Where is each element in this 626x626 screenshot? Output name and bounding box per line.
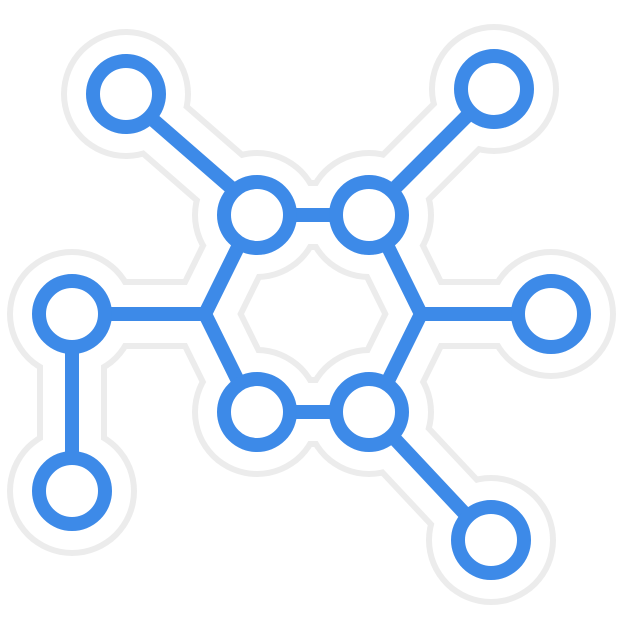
node-left xyxy=(32,274,112,354)
node-circles xyxy=(32,49,591,580)
node-hex-bot-left xyxy=(217,372,297,452)
connection-line-9 xyxy=(386,430,474,523)
node-hex-bot-right xyxy=(329,372,409,452)
node-top-right xyxy=(454,49,534,129)
connection-line-1 xyxy=(386,106,477,197)
node-bottom-right xyxy=(451,500,531,580)
connection-lines xyxy=(65,106,525,523)
node-right xyxy=(511,274,591,354)
node-top-left xyxy=(86,54,166,134)
node-hex-top-right xyxy=(329,175,409,255)
node-hex-top-left xyxy=(217,175,297,255)
connection-line-0 xyxy=(144,111,243,199)
node-bottom-left xyxy=(32,451,112,531)
